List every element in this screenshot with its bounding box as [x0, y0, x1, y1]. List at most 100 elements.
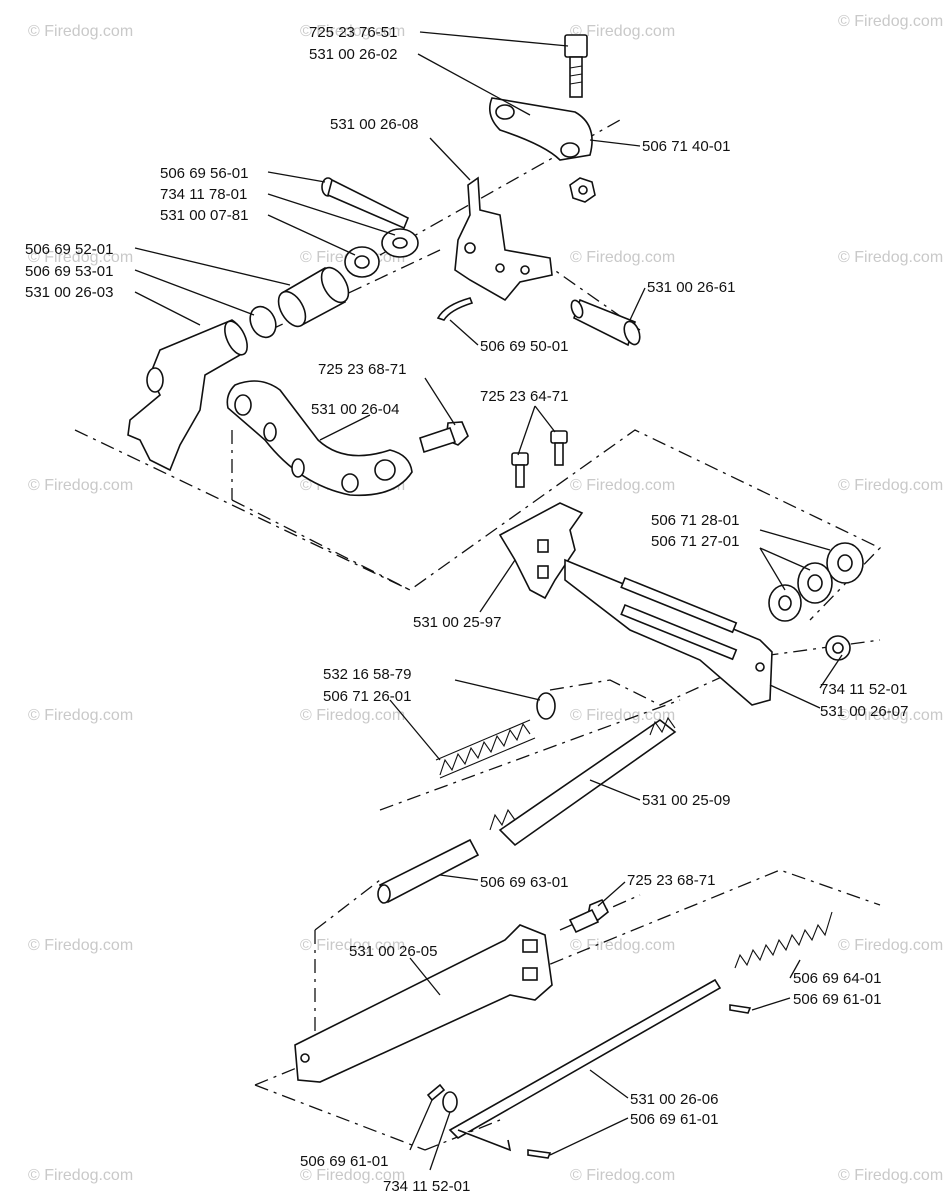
nut-506-71-40-01 [569, 177, 596, 203]
part-label: 725 23 64-71 [480, 388, 568, 405]
leader-line [589, 779, 641, 801]
cotter-pin-506-69-61-01 [527, 1149, 552, 1159]
assembly-line [314, 879, 381, 931]
watermark: © Firedog.com [838, 477, 943, 494]
watermark: © Firedog.com [300, 1167, 405, 1184]
watermark: © Firedog.com [300, 937, 405, 954]
bolt-725-23-76-51 [564, 34, 588, 98]
bolts-725-23-64-71 [511, 430, 568, 488]
part-label: 506 71 28-01 [651, 512, 739, 529]
leader-line [429, 1111, 451, 1171]
leader-line [819, 654, 843, 689]
cotter-pin-506-69-61-01 [729, 1004, 752, 1014]
washer-hole [778, 595, 792, 611]
pin-531-00-26-61 [570, 298, 641, 347]
leader-line [134, 269, 255, 316]
leader-line [419, 31, 569, 47]
part-label: 506 69 50-01 [480, 338, 568, 355]
leader-line [769, 684, 821, 709]
bolt-725-23-68-71-lower [568, 898, 610, 934]
watermark: © Firedog.com [28, 23, 133, 40]
part-label: 725 23 76-51 [309, 24, 397, 41]
rod-506-69-63-01 [377, 838, 480, 904]
rod-531-00-26-06 [448, 978, 722, 1152]
watermark: © Firedog.com [28, 1167, 133, 1184]
leader-line [597, 881, 626, 907]
leader-line [389, 699, 441, 761]
watermark: © Firedog.com [570, 707, 675, 724]
leader-line [429, 137, 471, 181]
leader-line [589, 139, 641, 147]
bar-531-00-26-07 [564, 558, 773, 706]
assembly-line [254, 1084, 426, 1151]
curved-arm-531-00-26-04 [226, 380, 413, 497]
washer-hole [392, 237, 408, 249]
spring-506-71-26-01 [435, 719, 536, 779]
part-label: 531 00 07-81 [160, 207, 248, 224]
assembly-line [379, 699, 681, 811]
part-label: 506 71 26-01 [323, 688, 411, 705]
watermark: © Firedog.com [570, 23, 675, 40]
part-label: 531 00 26-02 [309, 46, 397, 63]
leader-line [589, 1069, 629, 1099]
assembly-line [379, 119, 621, 256]
link-arm-531-00-26-02 [489, 97, 593, 161]
bushing-506-69-52-01 [277, 266, 350, 328]
leader-line [759, 529, 831, 551]
part-label: 506 69 61-01 [630, 1111, 718, 1128]
spring-506-69-64-01 [734, 911, 833, 969]
watermark: © Firedog.com [838, 13, 943, 30]
assembly-line-upper [74, 429, 882, 621]
part-label: 506 71 40-01 [642, 138, 730, 155]
part-label: 506 69 61-01 [793, 991, 881, 1008]
leader-line [759, 547, 786, 591]
washer-hole [837, 554, 853, 572]
part-label: 506 71 27-01 [651, 533, 739, 550]
watermark: © Firedog.com [570, 937, 675, 954]
leader-line [454, 679, 541, 701]
part-label: 531 00 26-08 [330, 116, 418, 133]
washer-532-16-58-79 [536, 692, 556, 720]
cotter-pin-506-69-50-01 [436, 297, 474, 321]
part-label: 531 00 26-04 [311, 401, 399, 418]
leader-line [424, 377, 456, 426]
leader-line [479, 559, 516, 613]
watermark: © Firedog.com [838, 249, 943, 266]
watermark: © Firedog.com [570, 477, 675, 494]
watermark: © Firedog.com [838, 707, 943, 724]
lever-plate-531-00-26-08 [454, 176, 553, 302]
leader-line [409, 957, 441, 996]
o-ring-506-69-53-01 [249, 305, 277, 339]
bolt-725-23-68-71-upper [419, 421, 469, 454]
plate-arm-531-00-26-05 [294, 924, 553, 1083]
leader-line [449, 319, 479, 346]
leader-line [517, 405, 536, 456]
leader-line [549, 1117, 629, 1156]
leader-line [409, 1099, 433, 1151]
part-label: 734 11 52-01 [383, 1178, 470, 1195]
watermark: © Firedog.com [28, 937, 133, 954]
leader-line [267, 171, 326, 183]
part-label: 531 00 26-05 [349, 943, 437, 960]
part-label: 531 00 26-61 [647, 279, 735, 296]
leader-line [267, 214, 356, 256]
parts [127, 34, 864, 1159]
leader-line [439, 874, 479, 881]
watermark: © Firedog.com [838, 1167, 943, 1184]
assembly-line [549, 639, 881, 706]
watermark: © Firedog.com [838, 937, 943, 954]
leader-line [789, 959, 801, 979]
part-label: 531 00 26-07 [820, 703, 908, 720]
watermark: © Firedog.com [300, 23, 405, 40]
assembly-lines [74, 119, 882, 1151]
part-label: 531 00 25-09 [642, 792, 730, 809]
part-label: 506 69 56-01 [160, 165, 248, 182]
part-labels: 725 23 76-51 531 00 26-02 506 71 40-01 5… [25, 24, 908, 1195]
part-label: 734 11 78-01 [160, 186, 247, 203]
leader-lines [134, 31, 843, 1171]
assembly-line [539, 259, 641, 331]
part-label: 506 69 52-01 [25, 241, 113, 258]
part-label: 531 00 26-06 [630, 1091, 718, 1108]
pin-506-69-56-01 [321, 177, 410, 230]
